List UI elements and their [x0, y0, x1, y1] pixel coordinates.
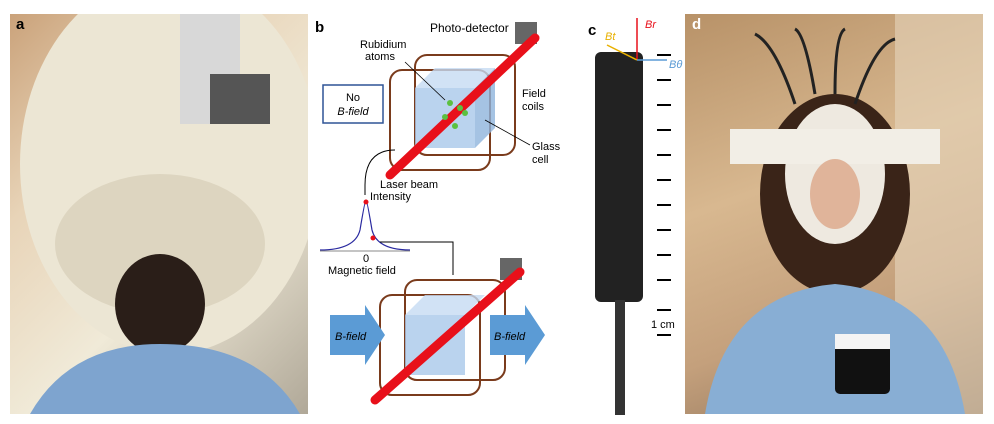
svg-text:Intensity: Intensity: [370, 191, 411, 203]
svg-text:Magnetic field: Magnetic field: [328, 265, 396, 277]
svg-text:Bθ: Bθ: [669, 59, 682, 71]
svg-text:Br: Br: [645, 19, 657, 31]
b-field-arrow-left: [330, 305, 385, 365]
svg-text:atoms: atoms: [365, 51, 395, 63]
no-field-box: [322, 84, 384, 124]
svg-text:Rubidium: Rubidium: [360, 39, 406, 51]
svg-text:B-field: B-field: [335, 331, 367, 343]
scale-label: 1 cm: [651, 319, 675, 331]
svg-text:cell: cell: [532, 154, 549, 166]
svg-text:B-field: B-field: [337, 106, 369, 118]
panel-d-photo-helmet: [685, 14, 983, 414]
panel-b-diagram: b Photo-detector Rubidium atoms No B-fie…: [315, 19, 561, 405]
panel-label: a: [16, 16, 25, 33]
panel-label: d: [692, 16, 702, 33]
photo-detector-label: Photo-detector: [430, 21, 509, 35]
svg-text:Field: Field: [522, 88, 546, 100]
panel-a-photo-scanner: [10, 14, 308, 414]
panel-label: b: [315, 19, 324, 36]
svg-text:Bt: Bt: [605, 31, 616, 43]
svg-text:B-field: B-field: [494, 331, 526, 343]
panel-label: c: [588, 22, 596, 39]
svg-text:coils: coils: [522, 101, 545, 113]
panel-c-sensor: c Br Bt Bθ 1 cm: [588, 18, 682, 415]
svg-text:Laser beam: Laser beam: [380, 179, 438, 191]
svg-text:No: No: [346, 92, 360, 104]
svg-text:Glass: Glass: [532, 141, 561, 153]
svg-text:0: 0: [363, 253, 369, 265]
b-field-arrow-right: [490, 305, 545, 365]
opm-sensor: [595, 52, 643, 302]
